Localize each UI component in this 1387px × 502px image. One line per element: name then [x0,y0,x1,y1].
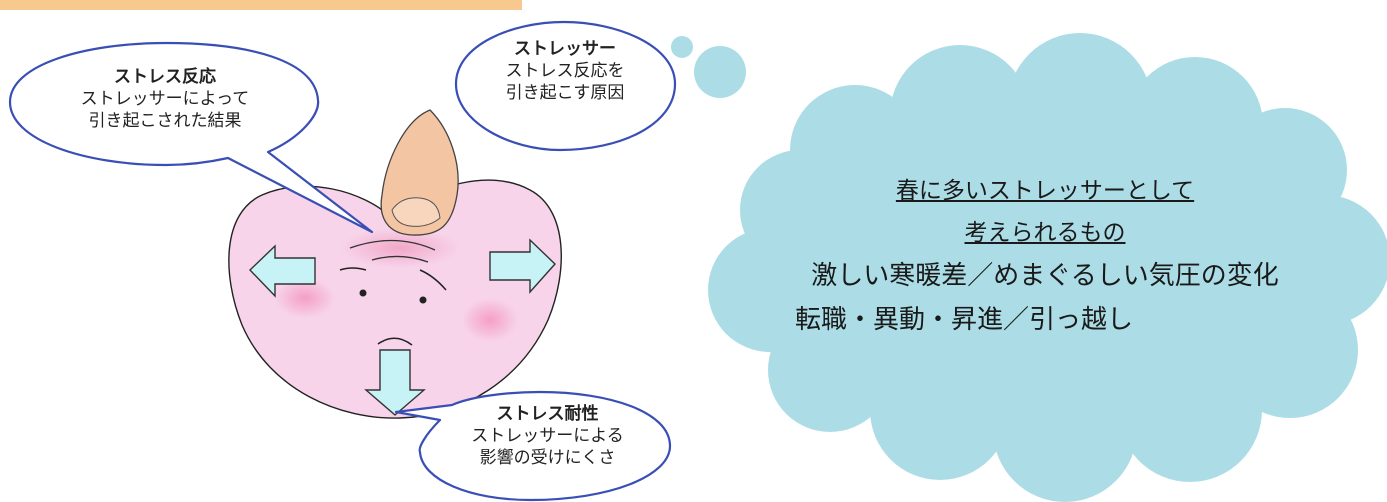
cloud-heading-line-1: 春に多いストレッサーとして [895,178,1195,204]
right-arrow-icon [489,238,556,294]
pressure-glow [340,228,460,268]
down-arrow-icon [364,349,426,416]
stress-reaction-line-1: ストレッサーによって [80,89,250,110]
stress-tolerance-text: ストレス耐性 ストレッサーによる 影響の受けにくさ [440,403,655,469]
stressor-bubble [454,20,677,152]
top-accent-bar [0,0,522,10]
right-brow [419,269,447,291]
thought-cloud [708,33,1387,502]
stress-reaction-title: ストレス反応 [114,67,216,87]
stress-tolerance-bubble [394,390,672,502]
thought-dot-small [671,36,693,58]
cloud-item-life-changes: 転職・異動・昇進／引っ越し [795,305,1134,335]
left-arrow-icon [249,244,316,298]
stress-reaction-text: ストレス反応 ストレッサーによって 引き起こされた結果 [40,66,290,132]
left-brow [339,267,367,271]
stressor-line-1: ストレス反応を [505,61,625,82]
right-cheek [462,298,518,342]
left-eye [359,289,367,297]
wrinkle-line [349,239,436,251]
cloud-item-weather: 激しい寒暖差／めまぐるしい気圧の変化 [811,261,1279,291]
stress-tolerance-title: ストレス耐性 [496,404,599,424]
fingernail [391,197,441,227]
stressor-text: ストレッサー ストレス反応を 引き起こす原因 [470,38,660,104]
stress-tolerance-line-1: ストレッサーによる [471,426,624,447]
wrinkle-line [371,255,429,263]
heart-body [228,179,562,419]
stressor-title: ストレッサー [514,39,616,59]
thought-dot-large [694,46,746,98]
cloud-heading-line-2: 考えられるもの [964,220,1126,246]
stressor-line-2: 引き起こす原因 [505,83,625,104]
stress-tolerance-line-2: 影響の受けにくさ [479,448,616,469]
stress-reaction-line-2: 引き起こされた結果 [88,111,242,132]
left-cheek [275,278,335,318]
mouth [377,337,413,346]
cloud-text: 春に多いストレッサーとして 考えられるもの 激しい寒暖差／めまぐるしい気圧の変化… [705,170,1385,342]
stress-reaction-bubble [8,41,374,234]
right-eye [419,296,427,304]
